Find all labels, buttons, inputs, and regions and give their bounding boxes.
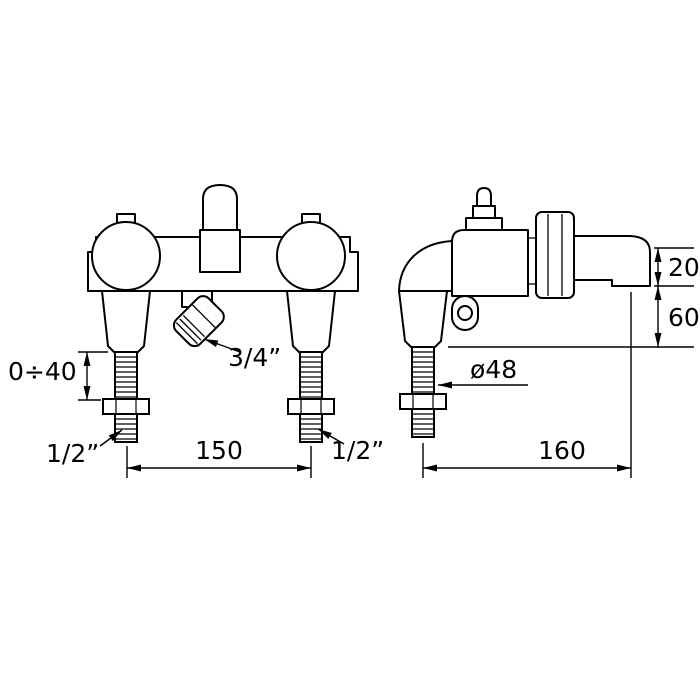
knob-dome (476, 187, 492, 207)
dim-left-inlet-label: 1/2” (46, 439, 99, 468)
dim-upper-height-label: 20 (668, 253, 700, 282)
ring-nut (535, 211, 575, 299)
side-spout (573, 235, 651, 287)
left-valve-body (91, 221, 161, 291)
dim-reach-label: 160 (538, 436, 586, 465)
right-shank (286, 290, 336, 353)
left-shank (101, 290, 151, 353)
left-threaded-tail (102, 351, 150, 443)
front-view (87, 184, 359, 443)
dim-spout-thread-label: 3/4” (228, 343, 281, 372)
dim-tail-spacing-label: 150 (195, 436, 243, 465)
leader-left-inlet (99, 429, 123, 447)
side-threaded-tail (399, 346, 447, 438)
dim-right-inlet-label: 1/2” (331, 436, 384, 465)
hose-hook-hole (457, 305, 473, 321)
dimension-annotations: 0÷40 3/4” 1/2” 1/2” 150 ø48 20 60 160 (8, 247, 700, 478)
leader-spout-thread (203, 338, 241, 353)
side-body (451, 229, 529, 297)
elbow-profile (398, 240, 453, 292)
diverter-body (199, 229, 241, 273)
knob-base (465, 217, 503, 231)
leader-right-inlet (317, 428, 345, 445)
right-valve-body (276, 221, 346, 291)
dim-lower-height-label: 60 (668, 303, 700, 332)
side-shank (398, 290, 448, 348)
dim-diameter-label: ø48 (470, 355, 517, 384)
dim-height-range-label: 0÷40 (8, 357, 77, 386)
knob-stem (472, 205, 496, 219)
angled-spout (172, 295, 225, 348)
right-threaded-tail (287, 351, 335, 443)
diverter-knob (202, 184, 238, 231)
side-view (398, 187, 651, 438)
